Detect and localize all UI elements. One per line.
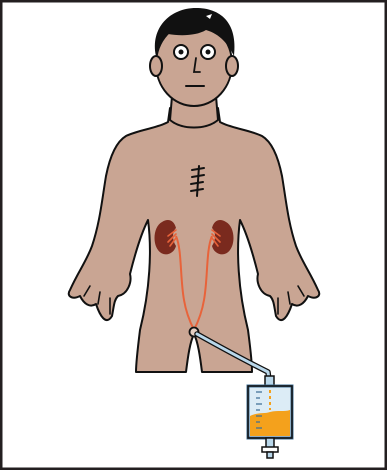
- right-pupil: [206, 50, 211, 55]
- bag-urine: [250, 410, 290, 436]
- left-pupil: [179, 50, 184, 55]
- right-ear: [226, 56, 238, 76]
- bag-valve-tip: [267, 452, 273, 458]
- left-ear: [150, 56, 162, 76]
